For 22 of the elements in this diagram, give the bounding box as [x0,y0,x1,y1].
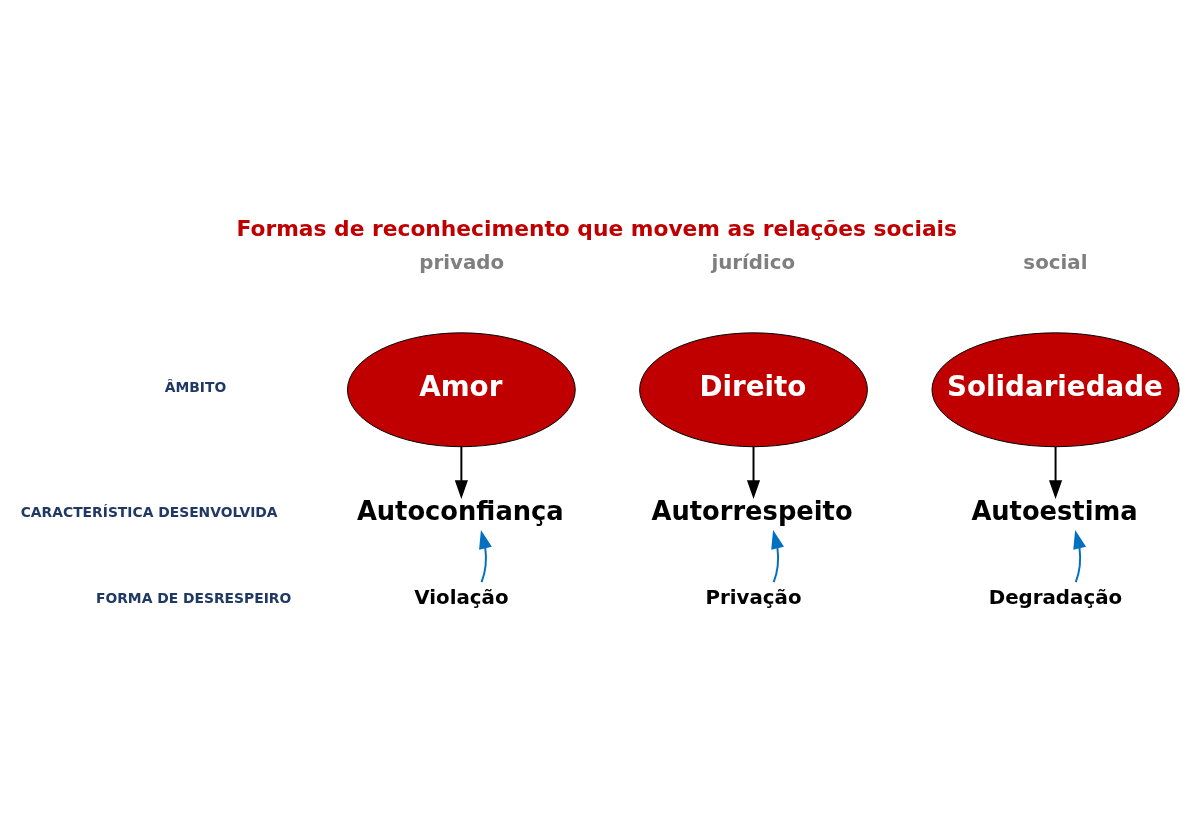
node-text: Degradação [988,586,1123,610]
node-text: Autoconfiança [356,495,564,526]
node-text: Violação [414,586,509,610]
arrow [1073,529,1087,584]
node-text: Privação [705,586,802,610]
node-label: social [1023,251,1088,275]
arrow [454,445,468,500]
arrow [1048,445,1063,500]
node-text: Autoestima [971,495,1138,526]
node-ellipse: Solidariedade [931,332,1180,448]
arrow [771,529,784,584]
label: CARACTERÍSTICA DESENVOLVIDA [20,504,278,521]
arrow [479,529,492,584]
diagram-title: Formas de reconhecimento que movem as relações sociais [236,216,957,242]
node-text: Autorrespeito [651,495,853,526]
node-ellipse: Direito [639,332,868,448]
label: ÂMBITO [164,379,227,396]
node-ellipse: Amor [346,332,576,448]
node-label: privado [419,251,505,275]
arrow [746,445,761,500]
node-label: jurídico [711,251,796,275]
label: FORMA DE DESRESPEIRO [95,589,292,606]
